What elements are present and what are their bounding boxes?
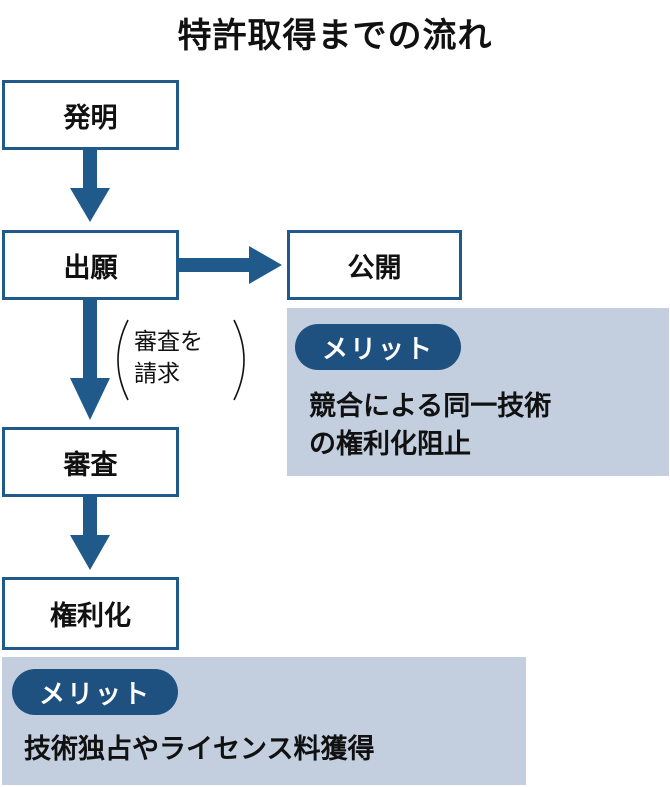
merit-line: 競合による同一技術 (309, 391, 552, 422)
exam-request-note: 審査を 請求 (134, 326, 203, 390)
publication-merit-panel: メリット 競合による同一技術 の権利化阻止 (287, 308, 669, 476)
exam-request-note-line: 審査を (134, 329, 203, 355)
merit-badge: メリット (295, 324, 461, 370)
step-invention: 発明 (2, 80, 179, 150)
arrow-application-to-examination (70, 300, 110, 420)
arrow-application-to-publication (177, 246, 282, 284)
merit-line: の権利化阻止 (309, 429, 471, 460)
step-publication: 公開 (287, 230, 462, 300)
step-patent: 権利化 (2, 577, 179, 650)
arrow-invention-to-application (70, 150, 110, 222)
arrow-examination-to-patent (70, 497, 110, 570)
step-examination: 審査 (2, 427, 179, 497)
exam-request-note-line: 請求 (134, 361, 180, 387)
publication-merit-text: 競合による同一技術 の権利化阻止 (309, 388, 551, 464)
right-paren (233, 319, 245, 401)
patent-merit-text: 技術独占やライセンス料獲得 (24, 731, 374, 769)
merit-badge: メリット (12, 669, 178, 715)
diagram-title: 特許取得までの流れ (177, 16, 493, 56)
patent-merit-panel: メリット 技術独占やライセンス料獲得 (2, 657, 526, 785)
left-paren (117, 319, 129, 401)
step-application: 出願 (2, 230, 179, 300)
merit-line: 技術独占やライセンス料獲得 (24, 734, 375, 765)
